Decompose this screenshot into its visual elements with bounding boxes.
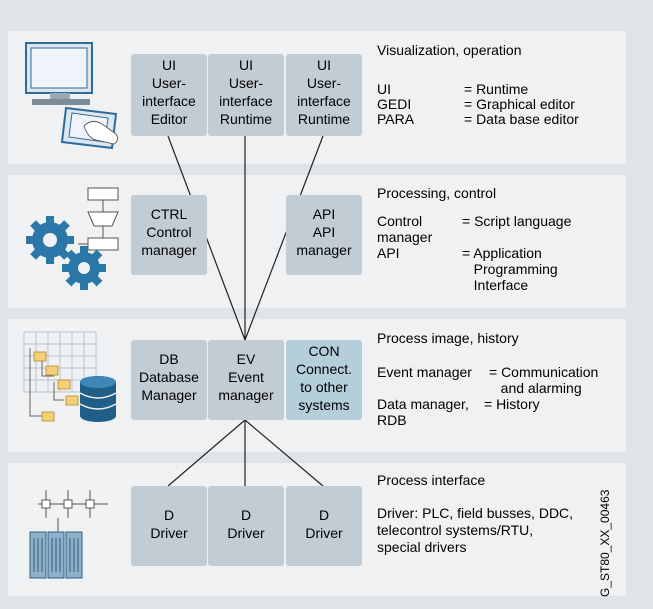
module-line: manager — [218, 387, 274, 403]
heading-process-image: Process image, history — [377, 330, 519, 346]
module-line: Driver — [305, 525, 343, 541]
module-line: interface — [142, 93, 196, 109]
module-line: Editor — [150, 111, 188, 127]
legend-value: = Script language — [462, 213, 572, 229]
module-ui-editor: UI User- interface Editor — [131, 54, 207, 136]
module-line: UI — [317, 57, 331, 73]
fieldbus-icon — [29, 490, 108, 579]
module-line: UI — [239, 57, 253, 73]
module-line: Connect. — [295, 361, 353, 377]
module-line: Control — [146, 224, 192, 240]
module-driver-1: D Driver — [131, 486, 207, 566]
module-line: User- — [306, 75, 342, 91]
driver-description: Driver: PLC, field busses, DDC, telecont… — [377, 505, 574, 555]
module-line: Event — [228, 369, 264, 385]
legend-row: API = Application Programming Interface — [377, 245, 617, 293]
legend-value: = History — [484, 396, 540, 412]
heading-visualization: Visualization, operation — [377, 42, 522, 58]
legend-key: PARA — [377, 111, 415, 127]
module-connect-other-systems: CON Connect. to other systems — [286, 340, 362, 420]
module-line: D — [318, 507, 330, 523]
module-ui-runtime-2: UI User- interface Runtime — [286, 54, 362, 136]
module-line: User- — [151, 75, 187, 91]
module-api-manager: API API manager — [286, 195, 362, 275]
module-line: Driver — [150, 525, 188, 541]
legend-row: PARA = Data base editor — [377, 111, 617, 127]
module-db-manager: DB Database Manager — [131, 340, 207, 420]
module-line: D — [163, 507, 175, 523]
legend-key: Data manager, RDB — [377, 396, 469, 428]
module-line: to other — [300, 379, 348, 395]
module-line: interface — [297, 93, 351, 109]
module-driver-3: D Driver — [286, 486, 362, 566]
module-line: Runtime — [219, 111, 273, 127]
module-line: API — [312, 206, 336, 222]
database-icon — [23, 331, 117, 422]
gears-icon — [26, 187, 119, 290]
legend-key: UI — [377, 81, 391, 97]
module-line: Runtime — [297, 111, 351, 127]
module-driver-2: D Driver — [208, 486, 284, 566]
link-ui-runtime2-ev — [244, 135, 324, 341]
monitor-touch-icon — [25, 42, 119, 150]
figure-code: G_ST80_XX_00463 — [598, 489, 612, 597]
module-event-manager: EV Event manager — [208, 340, 284, 420]
legend-row: Data manager, RDB = History — [377, 396, 617, 428]
legend-row: Control manager = Script language — [377, 213, 617, 245]
legend-value: = Communication and alarming — [489, 364, 599, 396]
module-line: Manager — [141, 387, 197, 403]
legend-key: API — [377, 245, 400, 261]
legend-value: = Runtime — [464, 81, 529, 97]
module-line: User- — [228, 75, 264, 91]
module-line: API — [312, 224, 336, 240]
link-ev-driver3 — [244, 419, 324, 487]
legend-row: Event manager = Communication and alarmi… — [377, 364, 617, 396]
module-line: manager — [141, 242, 197, 258]
module-ui-runtime-1: UI User- interface Runtime — [208, 54, 284, 136]
module-line: CON — [308, 343, 340, 359]
module-line: Driver — [227, 525, 265, 541]
module-line: DB — [159, 351, 179, 367]
legend-key: Control manager — [377, 213, 433, 245]
legend-row: GEDI = Graphical editor — [377, 96, 617, 112]
module-line: UI — [162, 57, 176, 73]
legend-row: UI = Runtime — [377, 81, 617, 97]
link-ev-driver1 — [167, 419, 246, 487]
module-line: EV — [236, 351, 256, 367]
legend-value: = Data base editor — [464, 111, 579, 127]
legend-value: = Application Programming Interface — [462, 245, 558, 293]
legend-key: GEDI — [377, 96, 412, 112]
module-line: systems — [298, 397, 350, 413]
legend-key: Event manager — [377, 364, 472, 380]
module-line: interface — [219, 93, 273, 109]
module-line: D — [240, 507, 252, 523]
module-ctrl-manager: CTRL Control manager — [131, 195, 207, 275]
module-line: Database — [139, 369, 199, 385]
module-line: CTRL — [150, 206, 188, 222]
heading-processing: Processing, control — [377, 185, 497, 201]
heading-process-interface: Process interface — [377, 472, 486, 488]
legend-value: = Graphical editor — [464, 96, 575, 112]
module-line: manager — [296, 242, 352, 258]
